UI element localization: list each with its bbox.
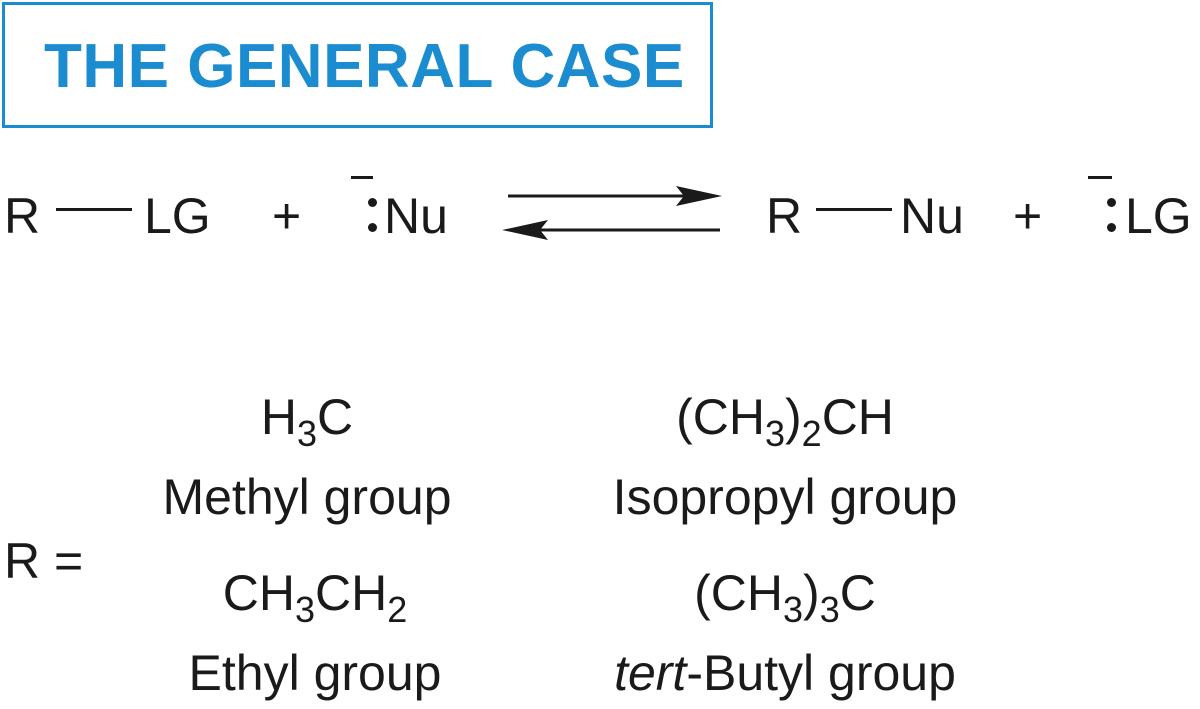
negative-charge-lg xyxy=(1088,176,1112,179)
equilibrium-arrows-icon xyxy=(502,186,722,240)
bond-r-nu xyxy=(816,208,892,211)
product-r: R xyxy=(766,188,803,244)
r-equals-label: R = xyxy=(4,533,84,589)
leaving-group-lg: LG xyxy=(1125,188,1192,244)
lone-pair-dot-top-lg xyxy=(1107,198,1116,207)
reactant-lg: LG xyxy=(144,188,211,244)
methyl-formula: H3C xyxy=(260,389,354,454)
ethyl-group-name: Ethyl group xyxy=(188,645,442,701)
reverse-arrowhead xyxy=(502,220,548,240)
ethyl-formula: CH3CH2 xyxy=(222,565,408,630)
methyl-group-name: Methyl group xyxy=(162,469,452,525)
reactant-r: R xyxy=(4,188,41,244)
plus-sign-left: + xyxy=(272,188,302,244)
title-box xyxy=(2,2,713,128)
plus-sign-right: + xyxy=(1013,188,1043,244)
tert-butyl-group-name: tert-Butyl group xyxy=(614,645,956,701)
isopropyl-formula: (CH3)2CH xyxy=(676,389,894,454)
forward-arrowhead xyxy=(676,186,722,206)
negative-charge-nu xyxy=(351,176,373,179)
lone-pair-dot-bottom-lg xyxy=(1107,223,1116,232)
product-nu: Nu xyxy=(900,188,964,244)
nucleophile-nu: Nu xyxy=(384,188,448,244)
tert-butyl-formula: (CH3)3C xyxy=(694,565,876,630)
bond-r-lg xyxy=(56,208,132,211)
isopropyl-group-name: Isopropyl group xyxy=(612,469,958,525)
page-title: THE GENERAL CASE xyxy=(44,32,685,101)
lone-pair-dot-top xyxy=(368,198,377,207)
lone-pair-dot-bottom xyxy=(368,223,377,232)
